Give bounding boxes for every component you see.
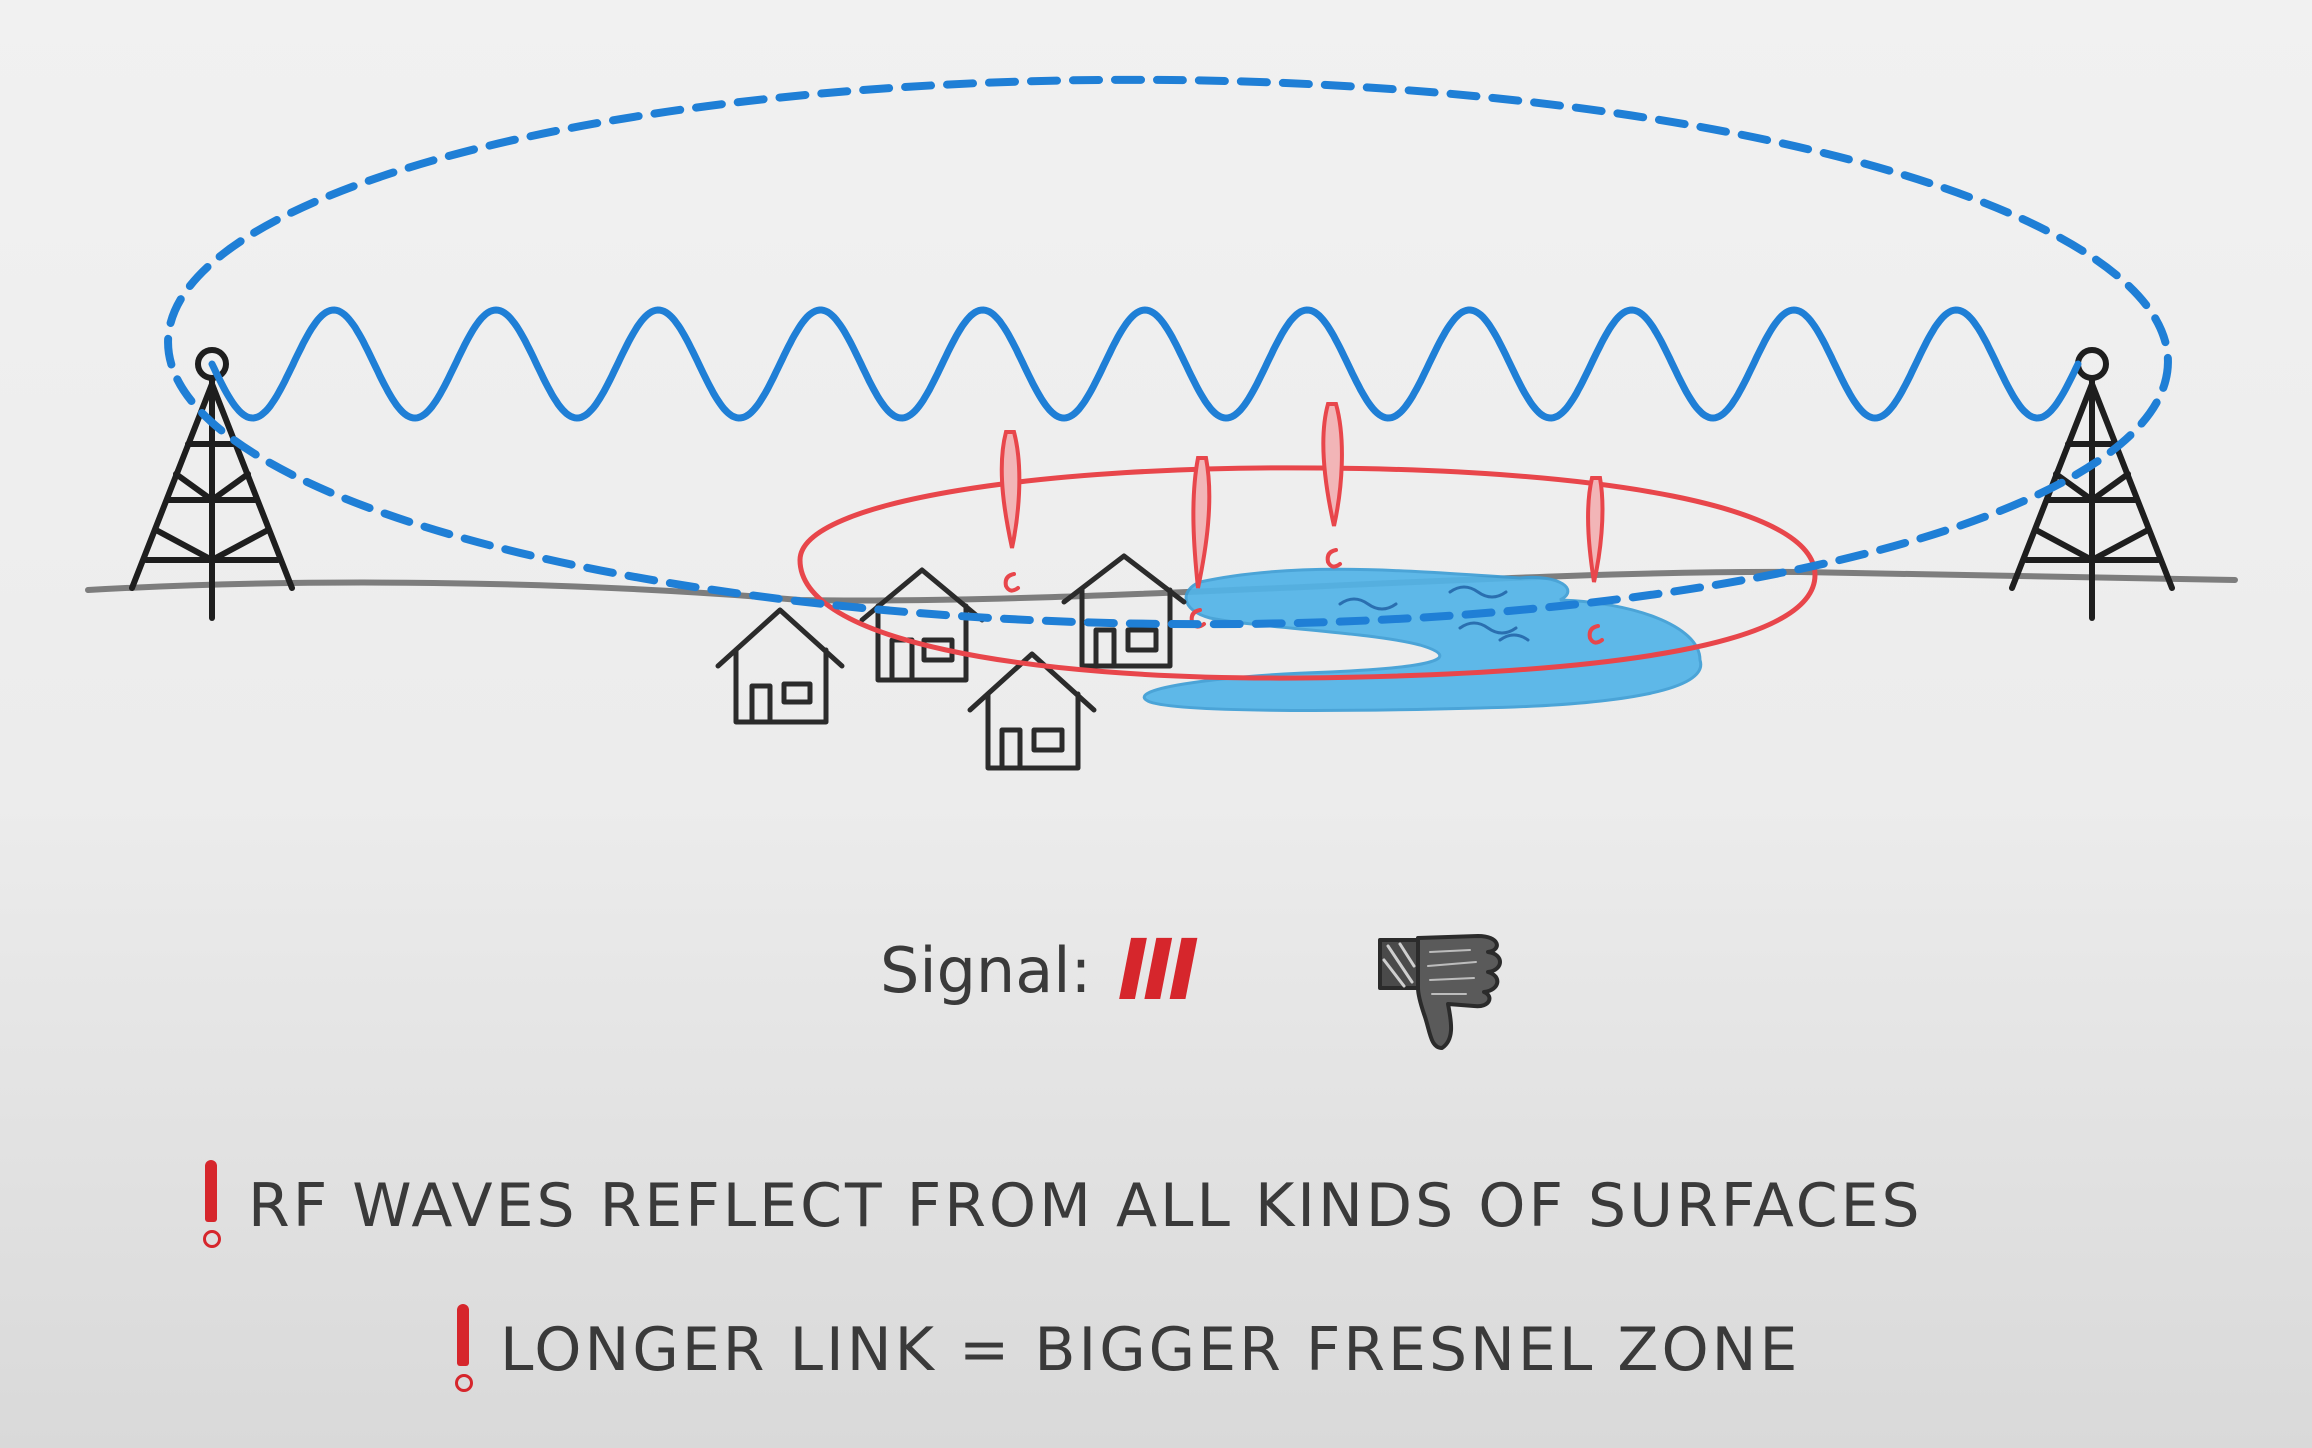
reflection-zone-ellipse (797, 465, 1818, 681)
house-icon (715, 607, 845, 725)
house-icon (859, 567, 985, 683)
signal-indicator: Signal: III (880, 920, 1199, 1020)
thumbs-down-icon (1378, 934, 1502, 1050)
signal-strength-bars: III (1117, 921, 1199, 1019)
house-icon (1061, 553, 1187, 669)
note-reflection-text: RF WAVES REFLECT FROM ALL KINDS OF SURFA… (248, 1171, 1923, 1241)
exclamation-icon (1586, 476, 1605, 645)
note-reflection: RF WAVES REFLECT FROM ALL KINDS OF SURFA… (200, 1160, 1923, 1252)
note-fresnel-text: LONGER LINK = BIGGER FRESNEL ZONE (500, 1315, 1801, 1385)
water-ripples (1338, 585, 1530, 642)
exclamation-icon (1321, 402, 1344, 569)
signal-wave (208, 306, 2082, 422)
fresnel-zone-ellipse (164, 75, 2172, 629)
exclamation-icon (999, 430, 1022, 593)
house-icon (967, 651, 1097, 771)
water-body (1142, 567, 1703, 712)
signal-label: Signal: (880, 933, 1092, 1007)
antenna-tower-icon (129, 347, 295, 621)
note-fresnel: LONGER LINK = BIGGER FRESNEL ZONE (452, 1304, 1800, 1396)
exclamation-icon (200, 1160, 222, 1252)
exclamation-icon (452, 1304, 474, 1396)
